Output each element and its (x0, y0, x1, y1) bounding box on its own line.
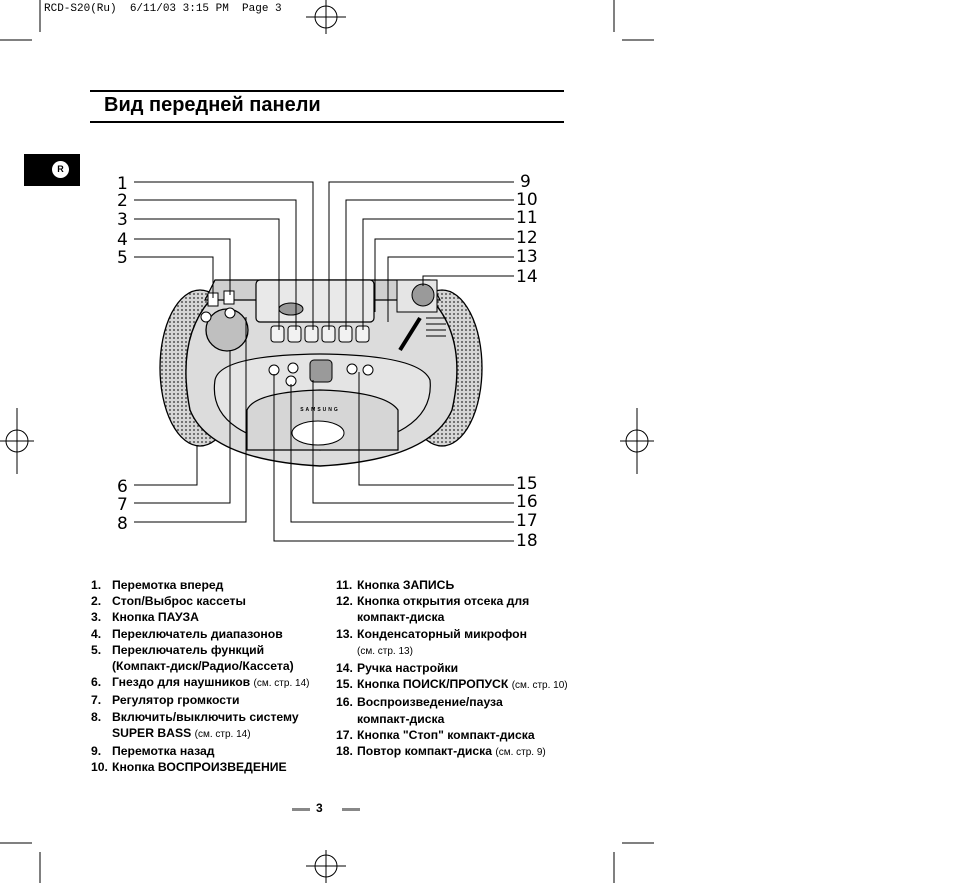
callout-11: 11 (516, 208, 538, 228)
legend-column-right: 11.Кнопка ЗАПИСЬ 12.Кнопка открытия отсе… (336, 577, 576, 761)
callout-6: 6 (117, 477, 128, 497)
legend-item: 18.Повтор компакт-диска (см. стр. 9) (336, 744, 546, 759)
title-rule-bottom (90, 121, 564, 123)
legend-item: 17.Кнопка "Стоп" компакт-диска (336, 727, 535, 742)
callout-numbers: 1 2 3 4 5 6 7 8 9 10 11 12 13 14 15 16 1… (117, 172, 538, 551)
legend-item: 8.Включить/выключить систему SUPER BASS … (91, 709, 299, 740)
cassette-door (255, 279, 375, 323)
print-header: RCD-S20(Ru) 6/11/03 3:15 PM Page 3 (44, 3, 282, 15)
page-number-dashes (292, 808, 360, 811)
legend-item: 4.Переключатель диапазонов (91, 626, 283, 641)
legend-item: 1.Перемотка вперед (91, 578, 224, 592)
callout-12: 12 (516, 228, 538, 248)
legend-item: 11.Кнопка ЗАПИСЬ (336, 578, 455, 592)
page-title: Вид передней панели (104, 94, 321, 116)
legend-item: 7.Регулятор громкости (91, 693, 240, 708)
legend-item: 9.Перемотка назад (91, 744, 215, 759)
legend-item: 2.Стоп/Выброс кассеты (91, 594, 246, 609)
callout-9: 9 (520, 172, 531, 192)
legend-column-left: 1.Перемотка вперед 2.Стоп/Выброс кассеты… (91, 577, 331, 775)
brand-label: SAMSUNG (300, 407, 340, 413)
legend-item: 10.Кнопка ВОСПРОИЗВЕДЕНИЕ (91, 760, 287, 775)
legend-item: 14.Ручка настройки (336, 661, 459, 676)
legend-item: 5.Переключатель функций (Компакт-диск/Ра… (91, 642, 294, 674)
callout-13: 13 (516, 247, 538, 267)
language-letter: R (52, 161, 69, 178)
legend-item: 6.Гнездо для наушников (см. стр. 14) (91, 675, 310, 690)
callout-15: 15 (516, 474, 538, 494)
cd-lid (246, 389, 399, 451)
legend-item: 16.Воспроизведение/пауза компакт-диска (336, 695, 503, 726)
callout-10: 10 (516, 190, 538, 210)
legend-item: 12.Кнопка открытия отсека для компакт-ди… (336, 594, 530, 625)
callout-1: 1 (117, 174, 128, 194)
callout-7: 7 (117, 495, 128, 515)
callout-2: 2 (117, 191, 128, 211)
language-tab: R (24, 154, 80, 186)
page-number: 3 (316, 801, 323, 815)
legend-item: 3.Кнопка ПАУЗА (91, 610, 199, 625)
callout-17: 17 (516, 511, 538, 531)
callout-18: 18 (516, 531, 538, 551)
title-rule-top (90, 90, 564, 92)
callout-16: 16 (516, 492, 538, 512)
callout-4: 4 (117, 230, 128, 250)
legend-item: 15.Кнопка ПОИСК/ПРОПУСК (см. стр. 10) (336, 677, 568, 692)
callout-14: 14 (516, 267, 538, 287)
callout-8: 8 (117, 514, 128, 534)
callout-5: 5 (117, 248, 128, 268)
callout-3: 3 (117, 210, 128, 230)
legend-item: 13.Конденсаторный микрофон(см. стр. 13) (336, 626, 527, 657)
tuning-knob (411, 283, 435, 307)
